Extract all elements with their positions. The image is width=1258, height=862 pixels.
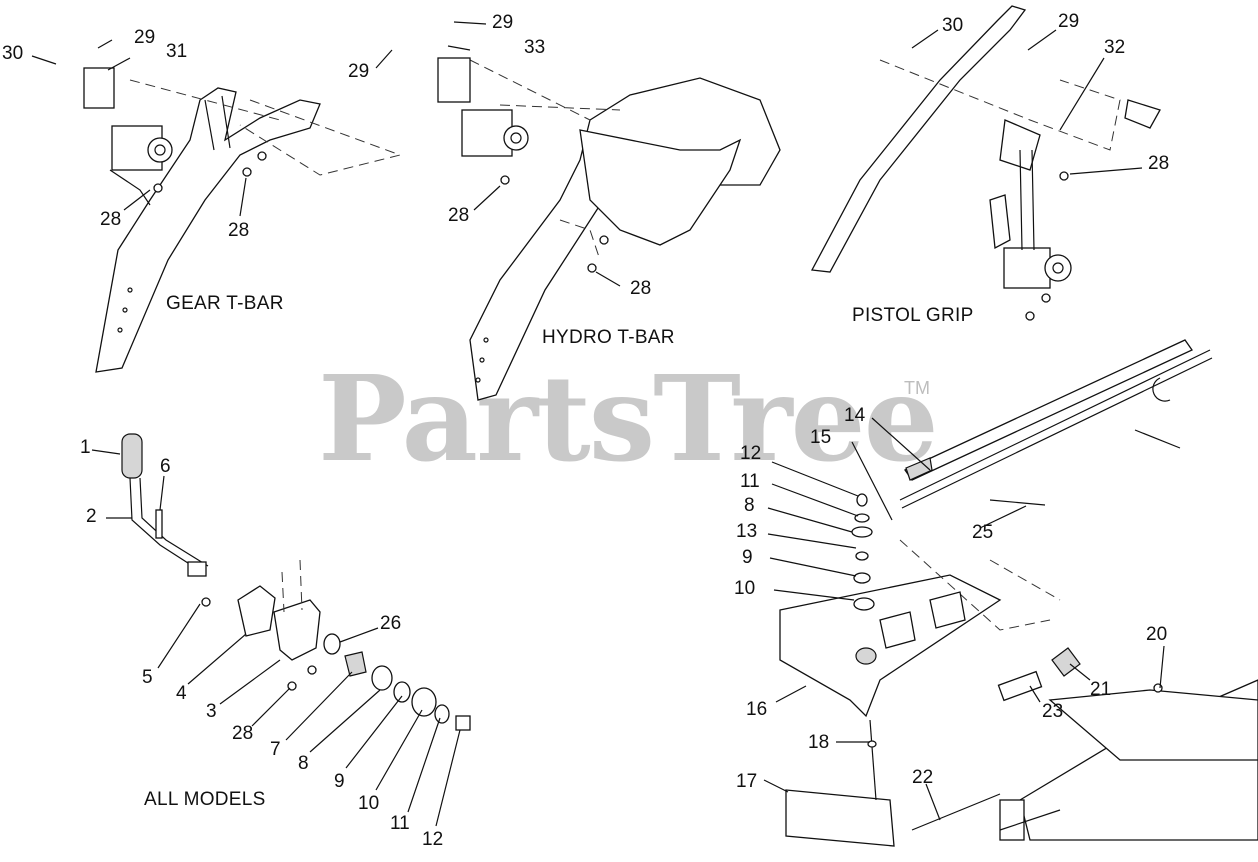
callout-hydro-29a: 29 <box>492 12 514 33</box>
callout-hydro-28b: 28 <box>630 278 652 299</box>
callout-pistol-29: 29 <box>1058 11 1080 32</box>
callout-leaders <box>31 21 1165 827</box>
callout-cable-10: 10 <box>734 578 756 599</box>
section-title-pistol-grip: PISTOL GRIP <box>852 305 974 326</box>
callout-all-28: 28 <box>232 723 254 744</box>
callout-cable-16: 16 <box>746 699 768 720</box>
callout-cable-23: 23 <box>1042 701 1064 722</box>
callout-pistol-30: 30 <box>942 15 964 36</box>
cable-bracket-assembly <box>779 339 1258 847</box>
trademark-symbol: TM <box>904 378 930 398</box>
callout-all-8: 8 <box>298 753 309 774</box>
callout-cable-17: 17 <box>736 771 758 792</box>
callout-hydro-29b: 29 <box>348 61 370 82</box>
section-title-hydro-tbar: HYDRO T-BAR <box>542 327 675 348</box>
callout-cable-13: 13 <box>736 521 758 542</box>
callout-cable-20: 20 <box>1146 624 1168 645</box>
callout-cable-15: 15 <box>810 427 832 448</box>
section-title-all-models: ALL MODELS <box>144 789 266 810</box>
callout-cable-11: 11 <box>740 471 760 492</box>
gear-tbar-assembly <box>83 67 402 373</box>
callout-cable-8: 8 <box>744 495 755 516</box>
callout-all-1: 1 <box>80 437 91 458</box>
callout-all-2: 2 <box>86 506 97 527</box>
callout-cable-9: 9 <box>742 547 753 568</box>
pistol-grip-assembly <box>810 5 1161 321</box>
callout-all-10: 10 <box>358 793 380 814</box>
callout-all-12: 12 <box>422 829 444 850</box>
callout-cable-12: 12 <box>740 443 762 464</box>
callout-cable-21: 21 <box>1090 679 1112 700</box>
hydro-tbar-assembly <box>437 57 781 401</box>
callout-cable-18: 18 <box>808 732 830 753</box>
callout-pistol-28: 28 <box>1148 153 1170 174</box>
section-title-gear-tbar: GEAR T-BAR <box>166 293 284 314</box>
callout-all-7: 7 <box>270 739 281 760</box>
callout-pistol-32: 32 <box>1104 37 1126 58</box>
callout-all-9: 9 <box>334 771 345 792</box>
callout-cable-22: 22 <box>912 767 934 788</box>
callout-gear-28a: 28 <box>100 209 122 230</box>
shift-lever-assembly <box>121 433 471 731</box>
callout-cable-14: 14 <box>844 405 866 426</box>
watermark: PartsTree <box>318 349 939 488</box>
callout-all-11: 11 <box>390 813 410 834</box>
callout-all-3: 3 <box>206 701 217 722</box>
callout-hydro-33: 33 <box>524 37 546 58</box>
callout-all-26: 26 <box>380 613 402 634</box>
callout-hydro-28a: 28 <box>448 205 470 226</box>
callout-gear-28b: 28 <box>228 220 250 241</box>
callout-gear-30: 30 <box>2 43 24 64</box>
callout-cable-25: 25 <box>972 522 994 543</box>
callout-gear-29: 29 <box>134 27 156 48</box>
callout-gear-31: 31 <box>166 41 188 62</box>
callout-all-4: 4 <box>176 683 187 704</box>
callout-all-5: 5 <box>142 667 153 688</box>
callout-all-6: 6 <box>160 456 171 477</box>
